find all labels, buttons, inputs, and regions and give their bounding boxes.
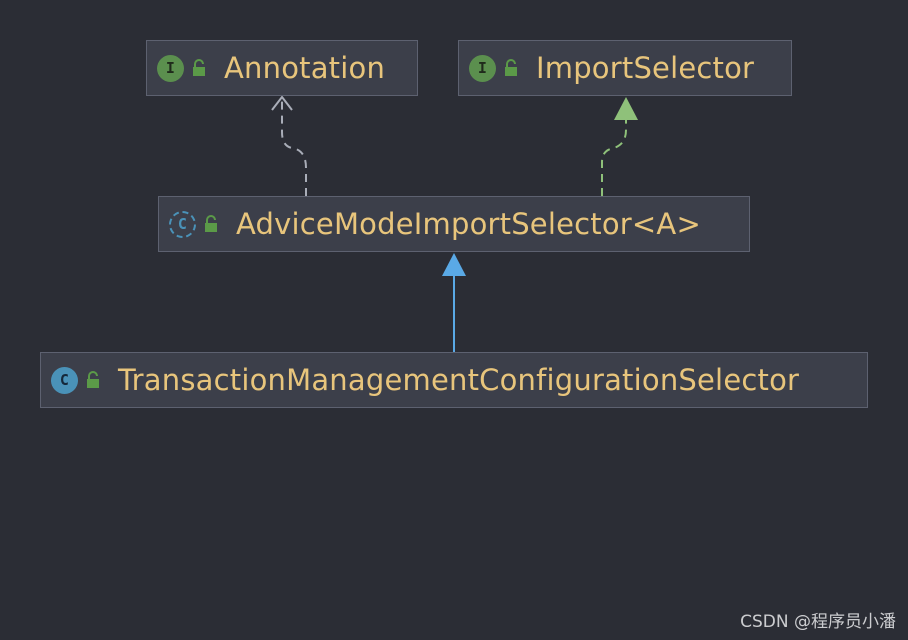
node-label: AdviceModeImportSelector<A> [236, 207, 701, 241]
abstract-class-icon: C [169, 210, 196, 238]
open-arrowhead-icon [271, 95, 293, 111]
class-icon: C [51, 366, 78, 394]
node-transaction-management-configuration-selector[interactable]: C TransactionManagementConfigurationSele… [40, 352, 868, 408]
node-label: TransactionManagementConfigurationSelect… [118, 363, 800, 397]
watermark: CSDN @程序员小潘 [740, 612, 896, 632]
node-import-selector[interactable]: I ImportSelector [458, 40, 792, 96]
edge-implements-import-selector [601, 118, 627, 196]
node-label: Annotation [224, 51, 386, 85]
interface-icon: I [157, 54, 184, 82]
unlock-icon [204, 215, 220, 233]
interface-icon: I [469, 54, 496, 82]
unlock-icon [86, 371, 102, 389]
inheritance-arrowhead-icon [442, 253, 466, 276]
unlock-icon [504, 59, 520, 77]
filled-arrowhead-icon [614, 97, 638, 120]
edge-implements-annotation [281, 98, 307, 196]
node-advice-mode-import-selector[interactable]: C AdviceModeImportSelector<A> [158, 196, 750, 252]
unlock-icon [192, 59, 208, 77]
node-label: ImportSelector [536, 51, 755, 85]
node-annotation[interactable]: I Annotation [146, 40, 418, 96]
